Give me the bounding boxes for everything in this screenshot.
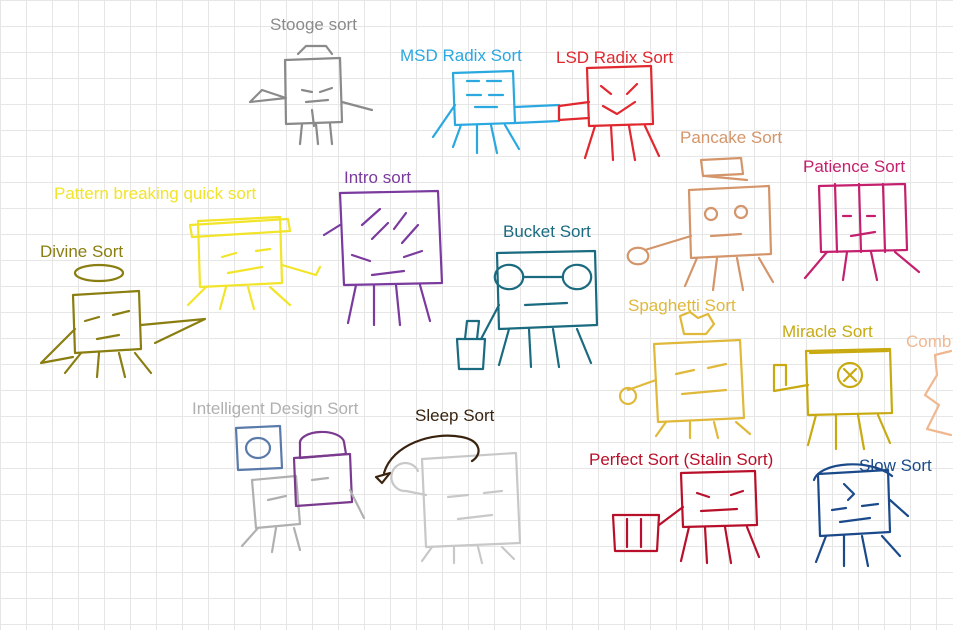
label-comb: Comb (906, 332, 952, 351)
stooge-sort-character (248, 44, 374, 146)
slow-sort-character (812, 463, 910, 568)
label-patience-sort: Patience Sort (803, 157, 906, 176)
label-intelligent-design-sort: Intelligent Design Sort (192, 399, 359, 418)
divine-sort-character (39, 263, 207, 379)
label-miracle-sort: Miracle Sort (782, 322, 873, 341)
label-spaghetti-sort: Spaghetti Sort (628, 296, 736, 315)
perfect-sort-character (611, 469, 761, 565)
label-stooge-sort: Stooge sort (270, 15, 357, 34)
intro-sort-character (322, 189, 444, 327)
label-lsd-radix-sort: LSD Radix Sort (556, 48, 674, 67)
miracle-sort-character (772, 347, 894, 451)
spaghetti-sort-character (618, 310, 752, 440)
label-divine-sort: Divine Sort (40, 242, 124, 261)
comb-sort-character (923, 349, 953, 437)
patience-sort-character (803, 182, 921, 282)
label-intro-sort: Intro sort (344, 168, 412, 187)
label-pattern-breaking-quick-sort: Pattern breaking quick sort (54, 184, 257, 203)
lsd-radix-sort-character (557, 64, 661, 162)
label-perfect-sort: Perfect Sort (Stalin Sort) (589, 450, 774, 469)
label-bucket-sort: Bucket Sort (503, 222, 591, 241)
pancake-sort-character (626, 156, 775, 292)
pattern-breaking-quick-sort-character (186, 215, 322, 311)
label-pancake-sort: Pancake Sort (680, 128, 783, 147)
sleep-sort-character (374, 434, 522, 565)
intelligent-design-sort-character (234, 424, 366, 554)
label-sleep-sort: Sleep Sort (415, 406, 495, 425)
msd-radix-sort-character (431, 69, 561, 155)
label-msd-radix-sort: MSD Radix Sort (400, 46, 522, 65)
bucket-sort-character (455, 249, 599, 371)
